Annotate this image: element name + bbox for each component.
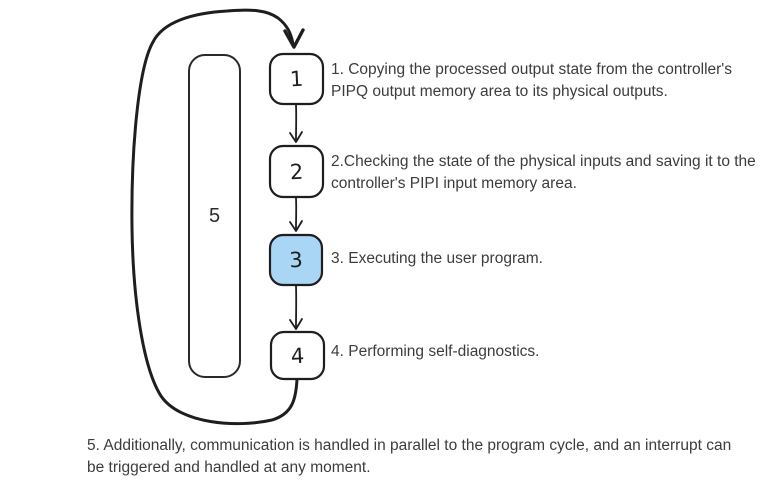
- step-number-1: 1: [289, 66, 304, 92]
- cycle-loop-arrowhead-icon: [283, 28, 305, 49]
- parallel-process-number: 5: [208, 204, 221, 227]
- step-description-1: 1. Copying the processed output state fr…: [331, 61, 733, 100]
- step-box-2: [268, 144, 325, 199]
- arrowhead-icon: [289, 131, 303, 143]
- connector-arrow-2-3: [289, 197, 303, 232]
- cycle-loop-arrow: [130, 8, 299, 426]
- step-box-3: [268, 233, 324, 287]
- step-number-3: 3: [288, 247, 304, 273]
- arrowhead-icon: [289, 318, 303, 330]
- step-box-1: [268, 52, 325, 106]
- step-number-2: 2: [289, 159, 304, 184]
- parallel-process-box: [188, 54, 241, 378]
- step-description-2: 2.Checking the state of the physical inp…: [331, 153, 756, 192]
- arrowhead-icon: [289, 220, 303, 232]
- connector-arrow-1-2: [289, 104, 303, 143]
- parallel-note: 5. Additionally, communication is handle…: [87, 437, 732, 476]
- step-number-4: 4: [290, 343, 305, 368]
- connector-arrow-3-4: [289, 285, 303, 330]
- step-description-3: 3. Executing the user program.: [331, 250, 543, 267]
- step-description-4: 4. Performing self-diagnostics.: [331, 343, 540, 360]
- step-box-4: [269, 330, 326, 381]
